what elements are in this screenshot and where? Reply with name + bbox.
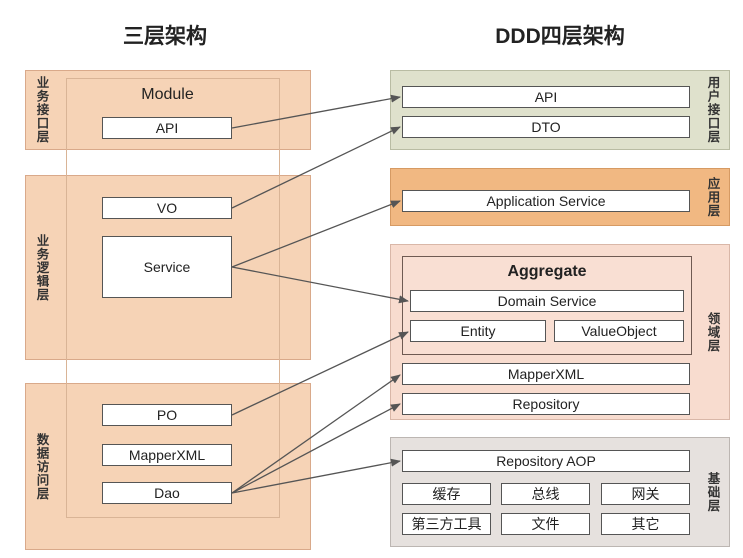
cache-box: 缓存 — [402, 483, 491, 505]
repository-aop-box: Repository AOP — [402, 450, 690, 472]
module-title: Module — [141, 86, 194, 103]
right-mapperxml-box: MapperXML — [402, 363, 690, 385]
gateway-box: 网关 — [601, 483, 690, 505]
application-service-box: Application Service — [402, 190, 690, 212]
left-mapperxml-box: MapperXML — [102, 444, 232, 466]
entity-box: Entity — [410, 320, 546, 342]
left-po-box: PO — [102, 404, 232, 426]
three-tier-title: 三层架构 — [123, 25, 207, 48]
user-interface-layer — [390, 70, 730, 150]
left-api-box: API — [102, 117, 232, 139]
data-layer-label: 数据访问层 — [34, 432, 49, 501]
other-box: 其它 — [601, 513, 690, 535]
ddd-four-layer-title: DDD四层架构 — [495, 25, 625, 48]
infrastructure-layer-label: 基础层 — [705, 471, 720, 513]
left-dao-box: Dao — [102, 482, 232, 504]
value-object-box: ValueObject — [554, 320, 684, 342]
third-party-box: 第三方工具 — [402, 513, 491, 535]
user-interface-layer-label: 用户接口层 — [705, 76, 720, 144]
bus-box: 总线 — [501, 483, 590, 505]
file-box: 文件 — [501, 513, 590, 535]
repository-box: Repository — [402, 393, 690, 415]
interface-layer-label: 业务接口层 — [34, 76, 49, 144]
right-dto-box: DTO — [402, 116, 690, 138]
application-layer-label: 应用层 — [705, 176, 720, 218]
left-vo-box: VO — [102, 197, 232, 219]
logic-layer-label: 业务逻辑层 — [34, 233, 49, 302]
aggregate-title: Aggregate — [507, 263, 587, 280]
right-api-box: API — [402, 86, 690, 108]
domain-service-box: Domain Service — [410, 290, 684, 312]
left-service-box: Service — [102, 236, 232, 298]
domain-layer-label: 领域层 — [705, 311, 720, 353]
